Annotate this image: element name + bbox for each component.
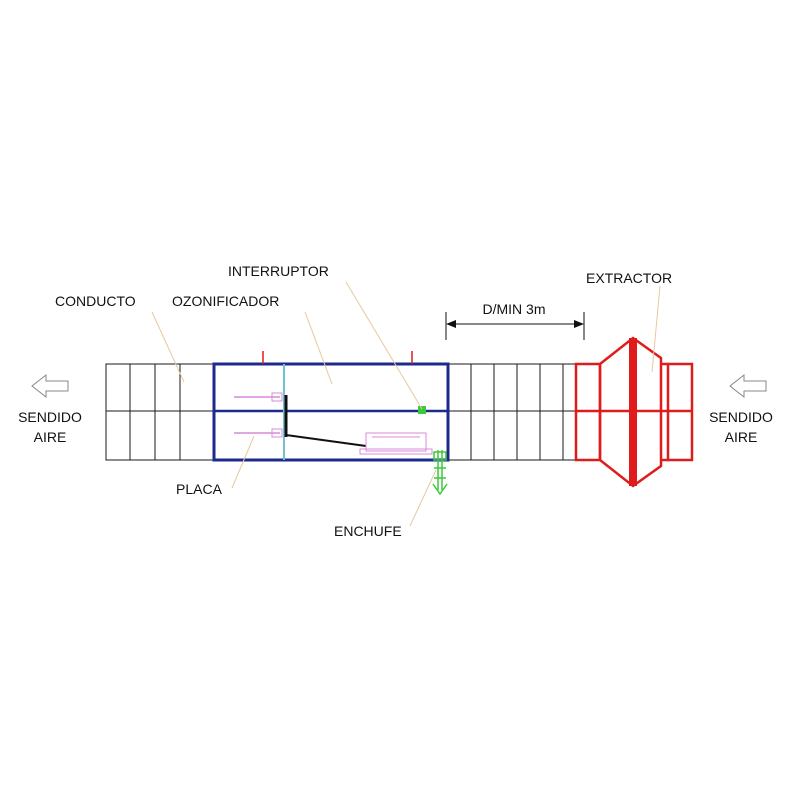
extractor-label: EXTRACTOR <box>586 270 672 286</box>
duct-middle <box>447 363 577 461</box>
airflow-left-label-line1: SENDIDO <box>18 409 82 425</box>
arrow-left-outline-icon <box>31 373 69 399</box>
switch <box>418 406 426 414</box>
placa-label: PLACA <box>176 481 223 497</box>
duct-left <box>105 363 215 461</box>
plate <box>234 364 367 460</box>
airflow-right-label-line2: AIRE <box>725 429 758 445</box>
conducto-label: CONDUCTO <box>55 293 136 309</box>
leader-lines <box>151 281 661 527</box>
plug <box>432 450 448 496</box>
extractor <box>574 336 694 488</box>
enchufe-label: ENCHUFE <box>334 523 402 539</box>
airflow-left-label-line2: AIRE <box>34 429 67 445</box>
distance-label: D/MIN 3m <box>483 301 546 317</box>
ozonizer-housing <box>212 351 450 462</box>
distance-dimension <box>445 312 585 340</box>
airflow-right-label-line1: SENDIDO <box>709 409 773 425</box>
interruptor-label: INTERRUPTOR <box>228 263 329 279</box>
ozone-generator-unit <box>359 432 433 455</box>
arrow-left-outline-icon <box>729 373 767 399</box>
ozonificador-label: OZONIFICADOR <box>172 293 279 309</box>
